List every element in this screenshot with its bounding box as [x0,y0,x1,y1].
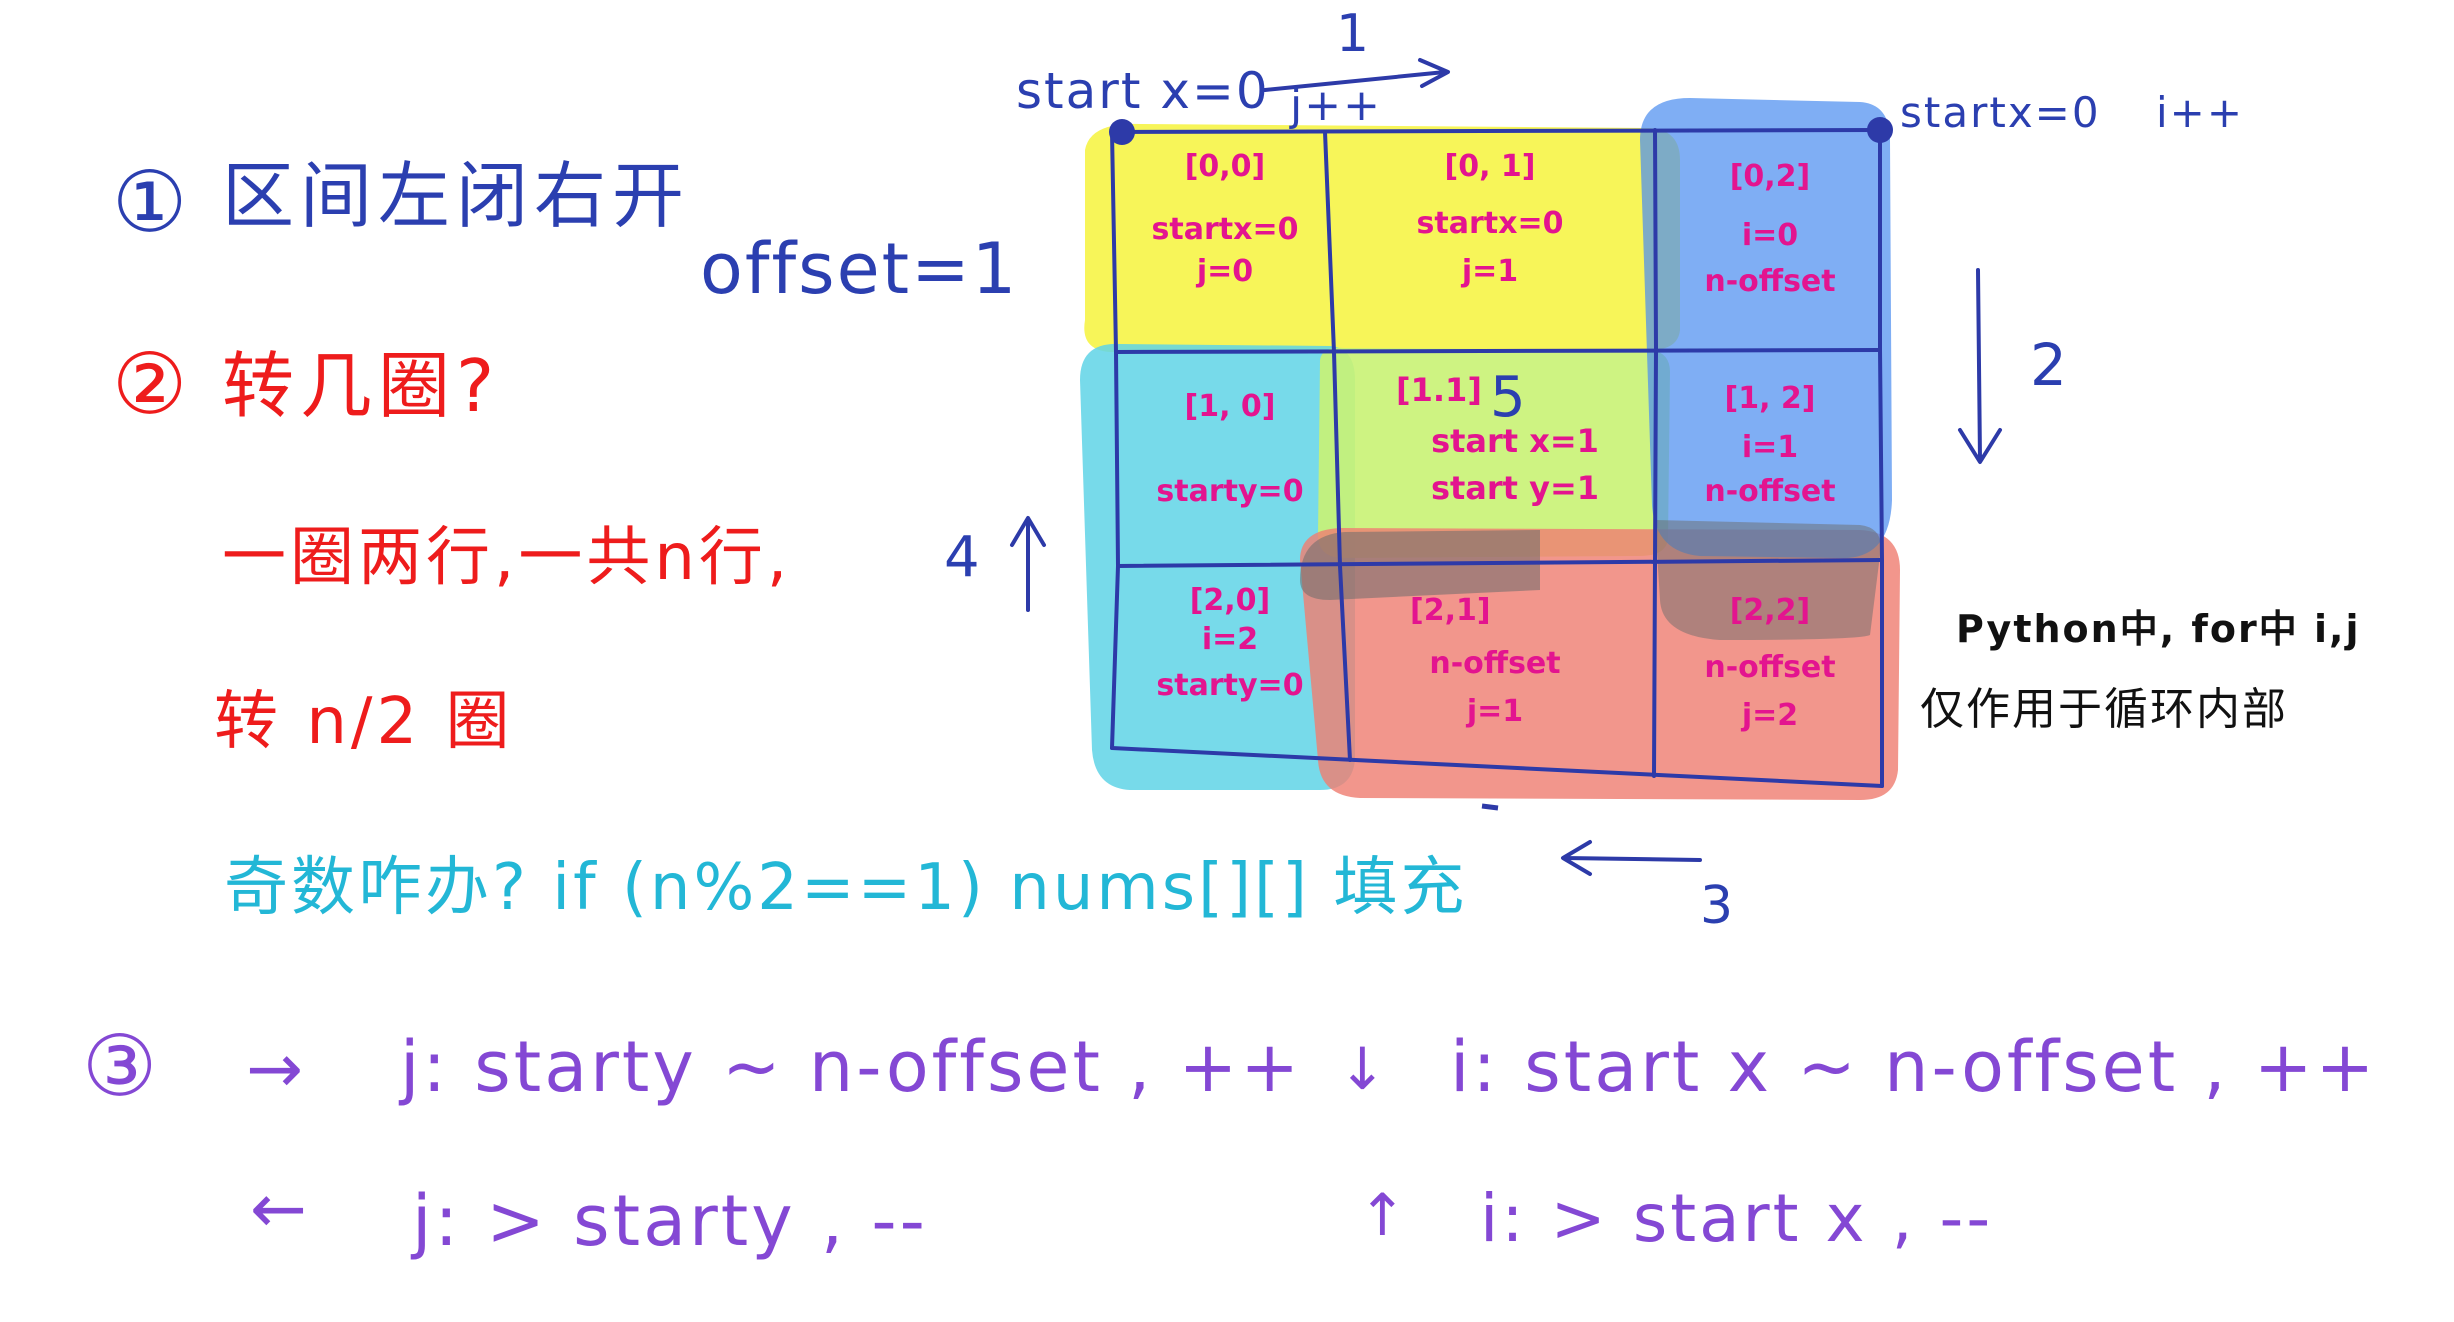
python-note-line1: Python中, for中 i,j [1956,607,2361,651]
start-dot-left [1109,119,1135,145]
cell-2-0: [2,0] i=2 starty=0 [1130,583,1330,704]
item2-text: 转几圈? [222,344,501,428]
cell-line2: n-offset [1704,474,1836,509]
cell-index: [0,0] [1184,149,1266,184]
turns-note: 转 n/2 圈 [214,685,514,759]
cell-line1: i=1 [1741,429,1799,465]
start-dot-right [1867,117,1893,143]
highlight-blue-right-column [1640,98,1892,559]
cell-line1: start x=1 [1431,421,1599,460]
cell-line2: starty=0 [1156,668,1304,703]
cell-line1: startx=0 [1416,205,1564,241]
rule1-arrow: → [246,1030,305,1109]
cell-line2: j=0 [1196,254,1254,289]
highlight-green-center [1318,347,1670,558]
cell-0-2: [0,2] i=0 n-offset [1680,159,1860,300]
cell-line1: startx=0 [1151,211,1299,247]
cell-index: [0,2] [1729,159,1811,194]
top-right-start-label: startx=0 [1900,88,2101,137]
rows-note: 一圈两行,一共n行, [222,521,792,595]
cell-2-2: [2,2] n-offset j=2 [1680,593,1860,734]
cell-line1: n-offset [1704,649,1836,685]
rule3-text: j: > starty , -- [412,1180,928,1262]
top-right-iter-label: i++ [2156,88,2245,137]
cell-0-0: [0,0] startx=0 j=0 [1140,149,1310,290]
cell-line1: i=0 [1741,217,1799,253]
rule3-arrow: ← [250,1170,309,1249]
top-arrow-text: j++ [1290,80,1382,131]
right-step-number: 2 [2030,331,2069,399]
cell-index: [1, 0] [1184,389,1276,424]
rule4-arrow: ↑ [1358,1181,1409,1249]
top-left-start-label: start x=0 [1016,62,1270,120]
cell-line2: j=1 [1461,254,1519,289]
cell-index: [2,2] [1729,593,1811,628]
cell-1-1: [1.1] start x=1 start y=1 [1390,372,1640,506]
rule2-text: i: start x ~ n-offset , ++ [1450,1026,2378,1108]
cell-index: [0, 1] [1444,149,1536,184]
cell-0-1: [0, 1] startx=0 j=1 [1390,149,1590,290]
offset-note: offset=1 [700,228,1019,310]
rule1-text: j: starty ~ n-offset , ++ [400,1026,1302,1108]
cell-index: [1.1] [1396,371,1482,409]
cell-line1: i=2 [1201,621,1259,657]
highlight-yellow-top-row [1084,123,1680,352]
cell-line2: start y=1 [1430,468,1600,507]
cell-line1: starty=0 [1156,473,1304,509]
cell-line2: n-offset [1704,264,1836,299]
arrow-left-up [1010,516,1046,612]
item1-marker: ① [112,153,190,251]
arrow-right-down [1958,268,2002,464]
odd-note: 奇数咋办? if (n%2==1) nums[][] 填充 [224,851,1468,925]
cell-line2: j=1 [1466,694,1524,729]
arrow-top-right [1263,58,1450,92]
rule2-arrow: ↓ [1338,1035,1389,1103]
item2-marker: ② [112,335,190,433]
cell-1-0: [1, 0] starty=0 [1130,389,1330,509]
rule4-text: i: > start x , -- [1480,1180,1994,1257]
bottom-step-number: 3 [1700,876,1736,936]
highlight-gray-overlap-right [1655,520,1881,640]
python-note-line2: 仅作用于循环内部 [1920,684,2288,735]
item3-marker: ③ [82,1017,160,1115]
arrow-bottom-left [1561,840,1702,876]
cell-index: [1, 2] [1724,381,1816,416]
cell-index: [2,0] [1189,583,1271,618]
cell-1-2: [1, 2] i=1 n-offset [1680,381,1860,510]
cell-line2: j=2 [1741,698,1799,733]
center-step-number: 5 [1490,365,1528,430]
cell-2-1: [2,1] n-offset j=1 [1380,593,1610,730]
small-mark [1481,803,1499,811]
cell-line1: n-offset [1429,645,1561,681]
left-step-number: 4 [944,525,982,590]
top-arrow-number: 1 [1336,4,1372,64]
grid-lines [1110,128,1884,788]
item1-text: 区间左闭右开 [222,154,691,238]
cell-index: [2,1] [1410,593,1491,628]
